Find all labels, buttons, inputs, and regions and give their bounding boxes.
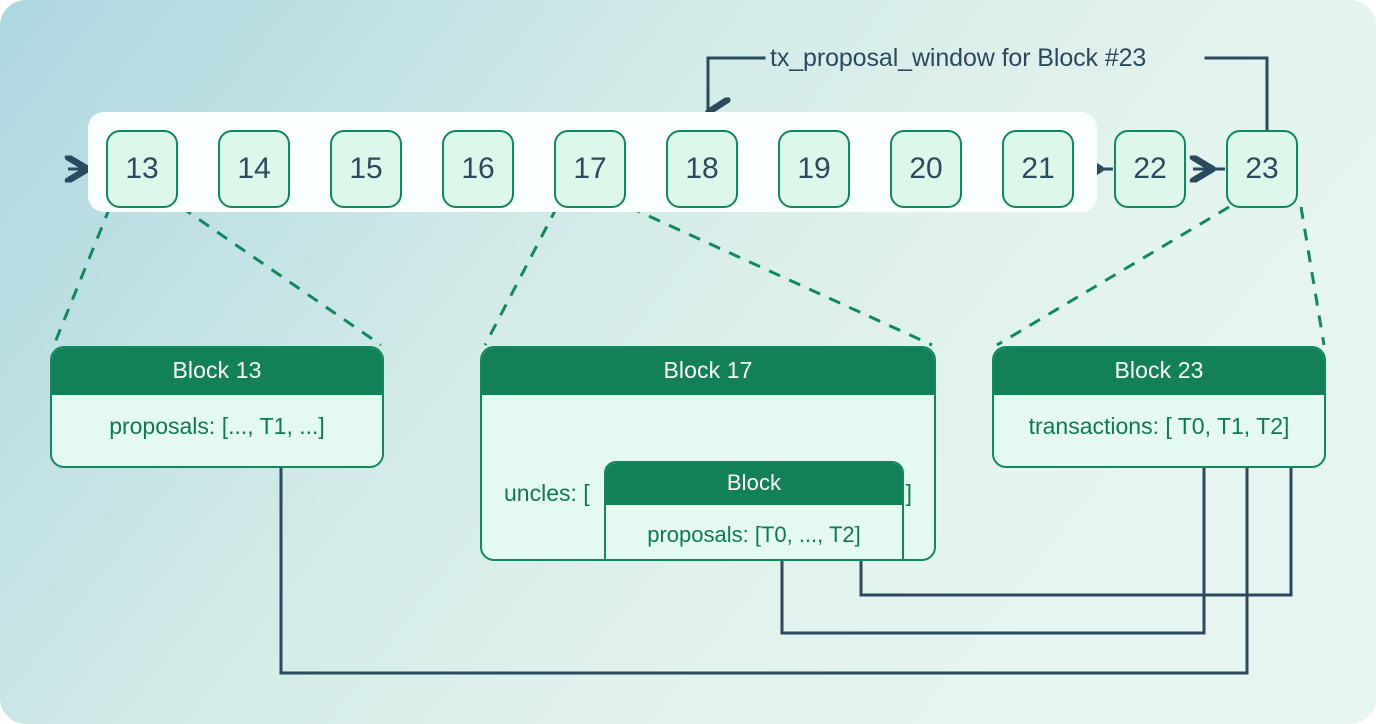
chain-block-23[interactable]: 23 [1226, 130, 1298, 208]
chain-block-14[interactable]: 14 [218, 130, 290, 208]
annotation-label: tx_proposal_window for Block #23 [770, 44, 1147, 72]
chain-block-19[interactable]: 19 [778, 130, 850, 208]
detail-card-block13: Block 13 proposals: [..., T1, ...] [50, 346, 384, 468]
chain-block-18[interactable]: 18 [666, 130, 738, 208]
tx-connector-t1 [279, 464, 1249, 675]
chain-block-13[interactable]: 13 [106, 130, 178, 208]
uncles-close-bracket: ] [905, 480, 912, 506]
tx-connector-t0 [780, 466, 1206, 635]
callout-dashed-lines [52, 205, 1326, 347]
chain-block-17[interactable]: 17 [554, 130, 626, 208]
annotation-leader [708, 56, 1269, 132]
uncle-block-card: Block proposals: [T0, ..., T2] [604, 461, 904, 559]
detail-card-block17-body: uncles: [ ] Block proposals: [T0, ..., T… [482, 395, 934, 559]
uncles-open-bracket: uncles: [ [504, 480, 590, 506]
chain-block-15[interactable]: 15 [330, 130, 402, 208]
chain-block-16[interactable]: 16 [442, 130, 514, 208]
blockchain-row: 13 14 15 16 17 18 19 20 21 22 23 [0, 130, 1376, 208]
chain-block-21[interactable]: 21 [1002, 130, 1074, 208]
chain-block-22[interactable]: 22 [1114, 130, 1186, 208]
uncle-block-card-body: proposals: [T0, ..., T2] [647, 522, 861, 547]
detail-card-block13-body: proposals: [..., T1, ...] [109, 413, 325, 439]
detail-card-block13-title: Block 13 [52, 348, 382, 395]
detail-card-block23-title: Block 23 [994, 348, 1324, 395]
uncle-block-card-title: Block [606, 463, 902, 505]
detail-card-block17-title: Block 17 [482, 348, 934, 395]
detail-card-block17: Block 17 uncles: [ ] Block proposals: [T… [480, 346, 936, 561]
detail-card-block23: Block 23 transactions: [ T0, T1, T2] [992, 346, 1326, 468]
chain-block-20[interactable]: 20 [890, 130, 962, 208]
detail-card-block23-body: transactions: [ T0, T1, T2] [1028, 413, 1290, 439]
